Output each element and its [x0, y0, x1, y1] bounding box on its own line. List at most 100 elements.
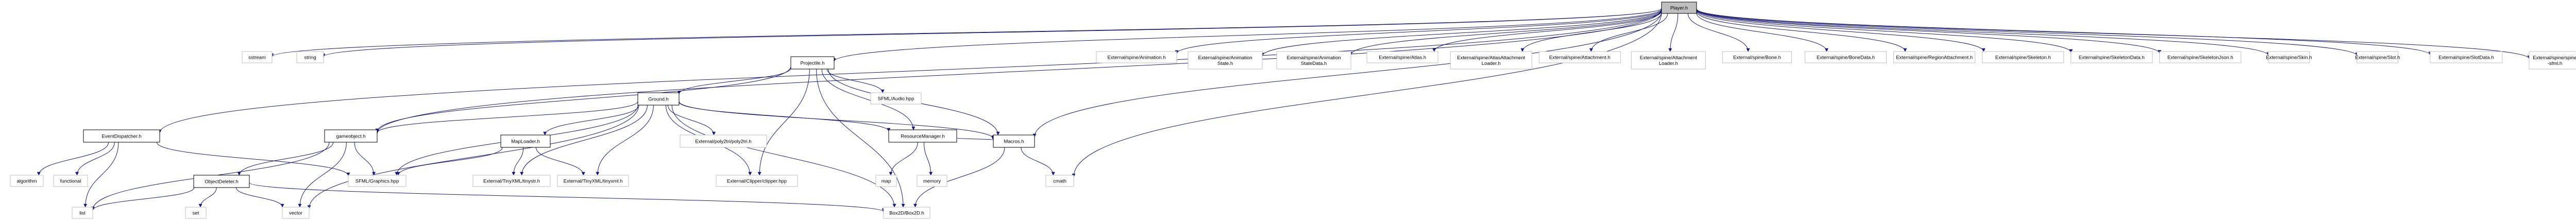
edge-player_h-to-sp_skeletondata [1696, 9, 2073, 53]
node-box [2430, 51, 2503, 63]
node-box [1722, 51, 1792, 63]
node-box [72, 207, 93, 219]
edge-objectdeleter_h-to-list [91, 187, 195, 211]
edge-player_h-to-sp_attachment [1589, 13, 1668, 52]
edge-ground_h-to-poly2tri [667, 105, 716, 136]
edge-projectile_h-to-gameobject_h [375, 66, 791, 132]
node-map: map [875, 175, 897, 187]
node-sp-slot: External/spine/Slot.h [2355, 51, 2400, 63]
node-label: -sfml.h [2548, 61, 2563, 66]
node-label: State.h [1217, 61, 1233, 66]
edge-ground_h-to-vector [307, 105, 639, 209]
node-label: External/spine/Bone.h [1733, 55, 1781, 61]
node-sp-skin: External/spine/Skin.h [2266, 51, 2312, 63]
node-ground-h[interactable]: Ground.h [637, 92, 680, 106]
node-box [2357, 51, 2399, 63]
node-label: Macros.h [1004, 139, 1024, 145]
node-sp-bone: External/spine/Bone.h [1722, 51, 1792, 63]
node-vector: vector [282, 207, 310, 219]
node-label: External/spine/Slot.h [2355, 55, 2400, 61]
node-eventdispatcher-h[interactable]: EventDispatcher.h [83, 129, 160, 143]
node-resourcemanager-h[interactable]: ResourceManager.h [888, 129, 957, 143]
node-label: ResourceManager.h [901, 134, 945, 140]
edge-ground_h-to-macros_h [679, 101, 995, 139]
edge-gameobject_h-to-sfml_graphics [354, 142, 376, 176]
node-box [883, 207, 930, 219]
node-box [1893, 51, 1976, 63]
node-box [1805, 51, 1887, 63]
node-label: vector [289, 211, 302, 216]
node-label: External/poly2tri/poly2tri.h [695, 139, 751, 145]
node-macros-h[interactable]: Macros.h [993, 134, 1035, 148]
node-string: string [296, 51, 324, 63]
node-sp-skeleton: External/spine/Skeleton.h [1982, 51, 2064, 63]
node-label: Box2D/Box2D.h [889, 211, 924, 216]
node-label: functional [60, 179, 81, 184]
node-box [500, 134, 551, 148]
node-player-h[interactable]: Player.h [1661, 2, 1697, 14]
node-maploader-h[interactable]: MapLoader.h [500, 134, 551, 148]
node-label: string [304, 55, 316, 61]
edge-player_h-to-sp_attachmentloader [1668, 13, 1679, 52]
edge-objectdeleter_h-to-vector [235, 187, 284, 208]
node-sstream: sstream [242, 51, 273, 63]
node-cmath: cmath [1045, 175, 1074, 187]
node-label: map [882, 179, 891, 184]
edge-resourcemanager_h-to-macros_h [956, 137, 995, 141]
edge-ground_h-to-tinyxml_a [520, 105, 648, 176]
node-box [557, 175, 629, 187]
node-box [83, 129, 160, 143]
node-sp-regionattachment: External/spine/RegionAttachment.h [1893, 51, 1976, 63]
node-projectile-h[interactable]: Projectile.h [790, 56, 835, 70]
node-box2d: Box2D/Box2D.h [883, 207, 930, 219]
node-label: External/spine/BoneData.h [1817, 55, 1875, 61]
node-box [1045, 175, 1074, 187]
edge-player_h-to-sp_skeleton [1696, 10, 1986, 52]
node-box [790, 56, 835, 70]
node-label: External/spine/Animation.h [1108, 55, 1166, 61]
node-label: Loader.h [1482, 61, 1501, 66]
node-sp-extension: External/spine/spine-sfml.h [2529, 51, 2576, 70]
edge-ground_h-to-tinyxml_b [596, 105, 654, 176]
node-label: External/spine/Attachment.h [1549, 55, 1611, 61]
node-label: Ground.h [648, 97, 669, 103]
node-label: External/spine/Skeleton.h [1995, 55, 2051, 61]
edge-ground_h-to-box2d [671, 105, 896, 208]
edge-maploader_h-to-sfml_graphics [396, 147, 503, 176]
node-label: External/spine/RegionAttachment.h [1896, 55, 1973, 61]
node-tinyxml-b: External/TinyXML/tinyxml.h [557, 175, 629, 187]
edge-player_h-to-sstream [270, 8, 1662, 57]
edge-projectile_h-to-clipper [757, 69, 810, 176]
node-label: External/spine/Attachment [1640, 55, 1697, 61]
edge-player_h-to-sp_regionattachment [1696, 11, 1907, 52]
node-box [888, 129, 957, 143]
node-gameobject-h[interactable]: gameobject.h [324, 129, 378, 143]
edge-ground_h-to-maploader_h [543, 105, 639, 136]
edge-objectdeleter_h-to-set [198, 187, 217, 208]
node-sfml-graphics: SFML/Graphics.hpp [348, 175, 406, 187]
node-label: set [193, 211, 199, 216]
node-box [680, 134, 767, 148]
node-label: External/TinyXML/tinyxml.h [564, 179, 623, 184]
node-box [348, 175, 406, 187]
node-sp-skeletondata: External/spine/SkeletonData.h [2071, 51, 2153, 63]
node-box [185, 207, 207, 219]
edge-gameobject_h-to-objectdeleter_h [237, 142, 334, 176]
edge-objectdeleter_h-to-box2d [249, 182, 886, 212]
node-label: algorithm [16, 179, 37, 184]
edge-player_h-to-sp_skin [1696, 9, 2270, 56]
edge-projectile_h-to-resourcemanager_h [821, 69, 916, 130]
node-box [193, 175, 250, 188]
node-sp-bonedata: External/spine/BoneData.h [1805, 51, 1887, 63]
node-label: External/spine/spine [2533, 55, 2576, 61]
node-objectdeleter-h[interactable]: ObjectDeleter.h [193, 175, 250, 188]
node-label: list [79, 211, 86, 216]
node-label: External/spine/Animation [1287, 55, 1341, 61]
node-clipper: External/Clipper/clipper.hpp [716, 175, 798, 187]
edge-layer [37, 8, 2531, 212]
node-label: cmath [1053, 179, 1066, 184]
node-box [1661, 2, 1697, 14]
